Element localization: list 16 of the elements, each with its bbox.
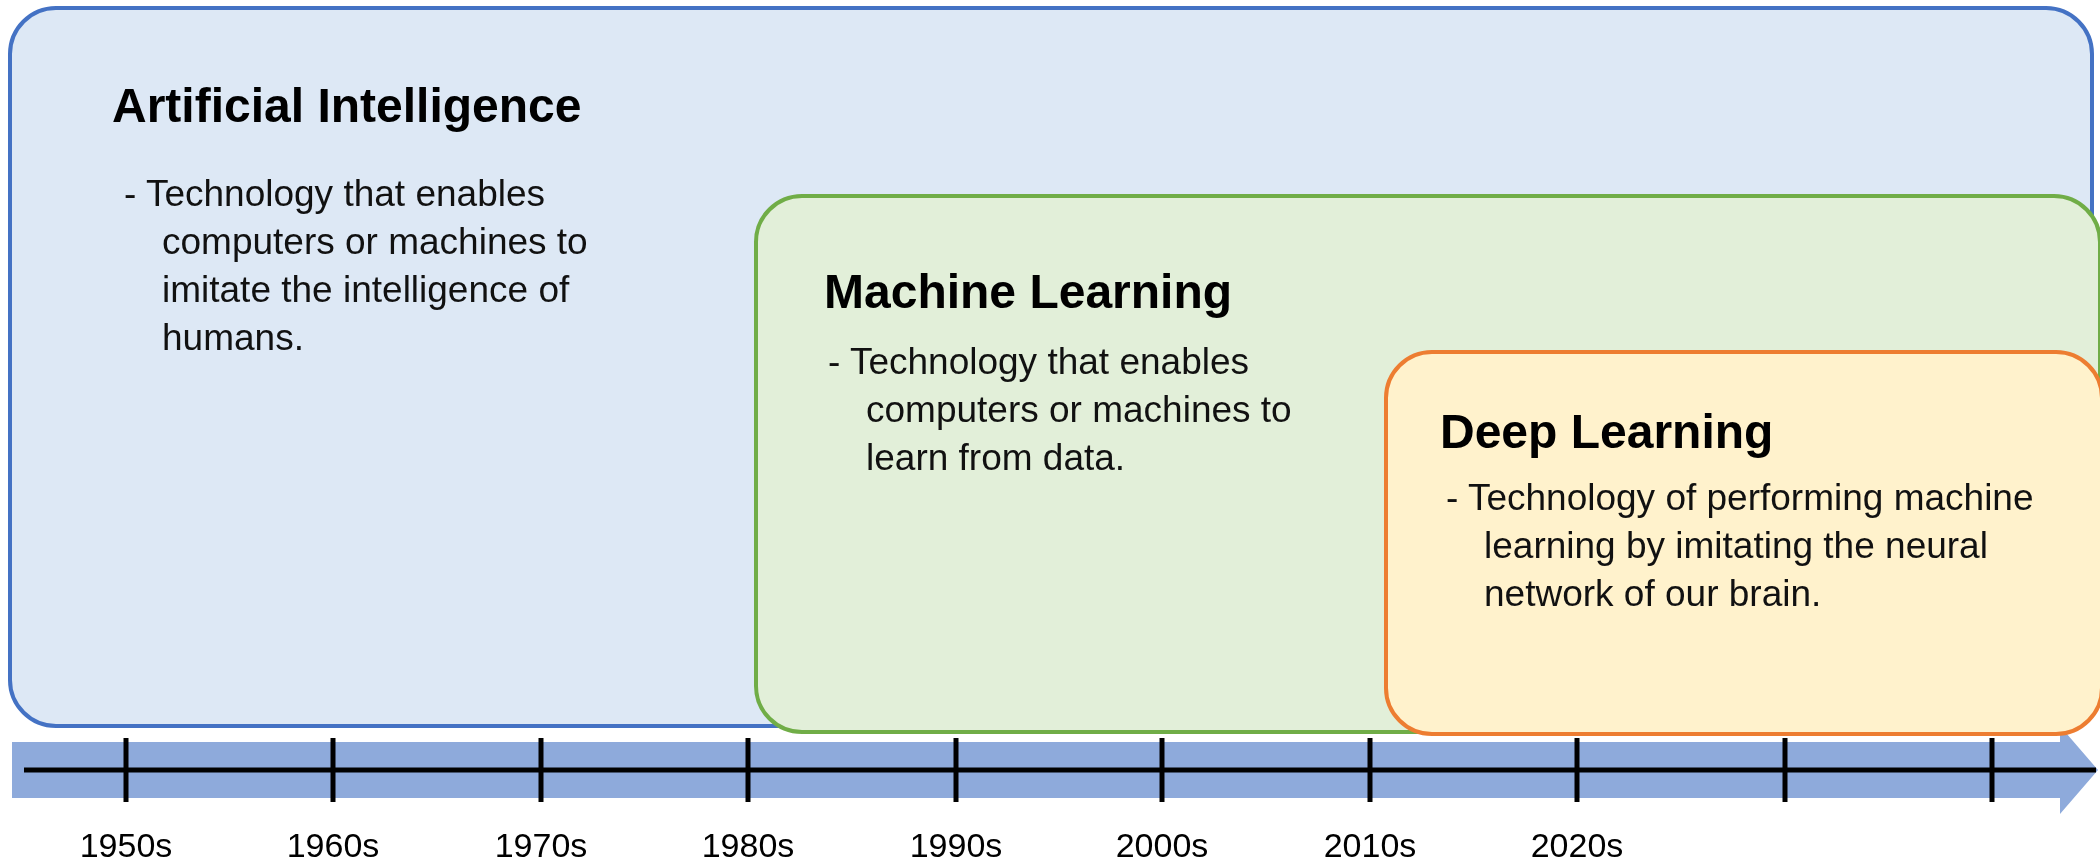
decade-label: 2020s [1530, 826, 1624, 865]
decade-label: 1990s [909, 826, 1003, 865]
description-text: - Technology that enables computers or machines to imitate the intelligence of humans. [124, 172, 589, 360]
decade-label: 1950s [79, 826, 173, 865]
region-heading: Artificial Intelligence [112, 78, 582, 133]
decade-label: 1960s [286, 826, 380, 865]
description-text: - Technology of performing machine learning by imitating the neural network of our brain. [1446, 476, 2035, 616]
region-heading: Deep Learning [1440, 404, 1774, 459]
decade-label: 1980s [701, 826, 795, 865]
description-text: - Technology that enables computers or machines to learn from data. [828, 340, 1293, 480]
ml-region [754, 194, 2100, 734]
region-heading: Machine Learning [824, 264, 1233, 319]
decade-label: 2000s [1115, 826, 1209, 865]
decade-label: 2010s [1323, 826, 1417, 865]
decade-label: 1970s [494, 826, 588, 865]
dl-region [1384, 350, 2100, 736]
